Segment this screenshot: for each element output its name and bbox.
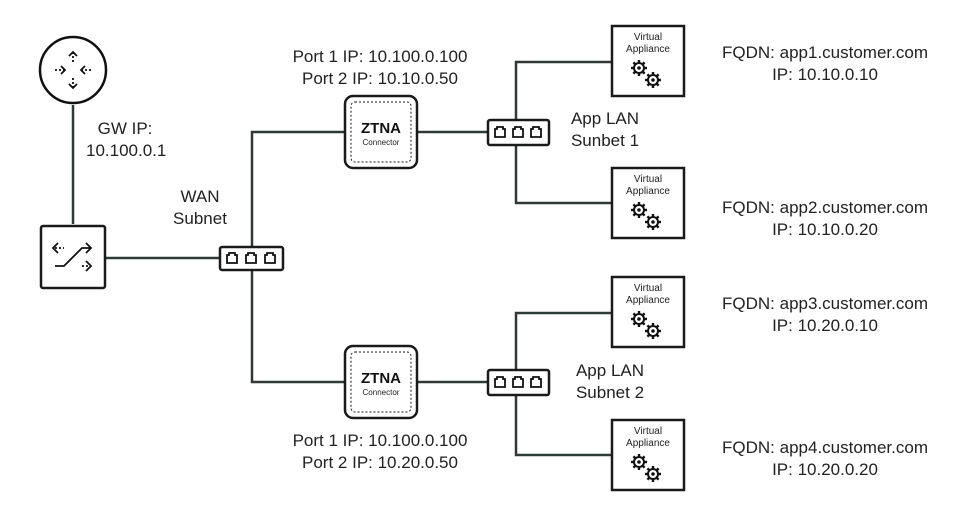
appliance-label-line2: Appliance [626, 186, 670, 197]
appliance-label-line1: Virtual [634, 174, 662, 185]
lan1-label-line1: App LAN [570, 109, 640, 128]
wan-to-connector2-line [250, 270, 345, 384]
wan-subnet-label: WAN Subnet [160, 186, 240, 230]
app1-label: FQDN: app1.customer.com IP: 10.10.0.10 [694, 42, 956, 86]
lan2-label-line1: App LAN [575, 361, 645, 380]
connector1-port1: Port 1 IP: 10.100.0.100 [292, 47, 468, 66]
connector-sub: Connector [363, 138, 400, 147]
app4-ip: IP: 10.20.0.20 [772, 460, 878, 479]
lan2-hub-icon [486, 368, 551, 397]
app4-label: FQDN: app4.customer.com IP: 10.20.0.20 [694, 437, 956, 481]
connector2-ports-label: Port 1 IP: 10.100.0.100 Port 2 IP: 10.20… [270, 430, 490, 474]
connector-sub: Connector [363, 388, 400, 397]
lan1-to-appliance1-line [514, 60, 612, 120]
lan1-label-line2: Sunbet 1 [570, 131, 640, 150]
switch-icon [39, 224, 107, 290]
connector2-port2: Port 2 IP: 10.20.0.50 [302, 453, 458, 472]
appliance-label-line2: Appliance [626, 295, 670, 306]
connector2-port1: Port 1 IP: 10.100.0.100 [292, 431, 468, 450]
app3-ip: IP: 10.20.0.10 [772, 316, 878, 335]
ztna-connector-2: ZTNA Connector [343, 344, 419, 420]
virtual-appliance-4: Virtual Appliance [610, 418, 686, 492]
wan-hub-icon [218, 245, 285, 272]
app3-fqdn: FQDN: app3.customer.com [722, 294, 928, 313]
lan2-label-line2: Subnet 2 [575, 383, 645, 402]
wan-label-line1: WAN [180, 187, 220, 206]
app3-label: FQDN: app3.customer.com IP: 10.20.0.10 [694, 293, 956, 337]
connector-name: ZTNA [361, 370, 401, 387]
app2-label: FQDN: app2.customer.com IP: 10.10.0.20 [694, 197, 956, 241]
gateway-label: GW IP: 10.100.0.1 [86, 118, 167, 162]
connector-name: ZTNA [361, 120, 401, 137]
lan1-hub-icon [486, 118, 551, 147]
gateway-label-title: GW IP: [97, 119, 153, 138]
router-icon [38, 35, 108, 105]
app4-fqdn: FQDN: app4.customer.com [722, 438, 928, 457]
app1-ip: IP: 10.10.0.10 [772, 65, 878, 84]
wan-to-connector1-line [250, 130, 345, 247]
lan2-to-appliance4-line [514, 395, 612, 457]
app2-fqdn: FQDN: app2.customer.com [722, 198, 928, 217]
lan2-subnet-label: App LAN Subnet 2 [565, 360, 655, 404]
virtual-appliance-3: Virtual Appliance [610, 275, 686, 349]
lan1-subnet-label: App LAN Sunbet 1 [560, 108, 650, 152]
lan1-to-appliance2-line [514, 145, 612, 205]
wan-label-line2: Subnet [173, 209, 227, 228]
ztna-connector-1: ZTNA Connector [343, 94, 419, 170]
app2-ip: IP: 10.10.0.20 [772, 220, 878, 239]
connection-lines [71, 60, 612, 457]
gateway-ip: 10.100.0.1 [86, 141, 167, 160]
connector1-port2: Port 2 IP: 10.10.0.50 [302, 69, 458, 88]
appliance-label-line2: Appliance [626, 438, 670, 449]
app1-fqdn: FQDN: app1.customer.com [722, 43, 928, 62]
virtual-appliance-2: Virtual Appliance [610, 166, 686, 240]
appliance-label-line1: Virtual [634, 283, 662, 294]
appliance-label-line2: Appliance [626, 44, 670, 55]
connector1-ports-label: Port 1 IP: 10.100.0.100 Port 2 IP: 10.10… [270, 46, 490, 90]
appliance-label-line1: Virtual [634, 32, 662, 43]
appliance-label-line1: Virtual [634, 426, 662, 437]
virtual-appliance-1: Virtual Appliance [610, 24, 686, 98]
lan2-to-appliance3-line [514, 311, 612, 370]
